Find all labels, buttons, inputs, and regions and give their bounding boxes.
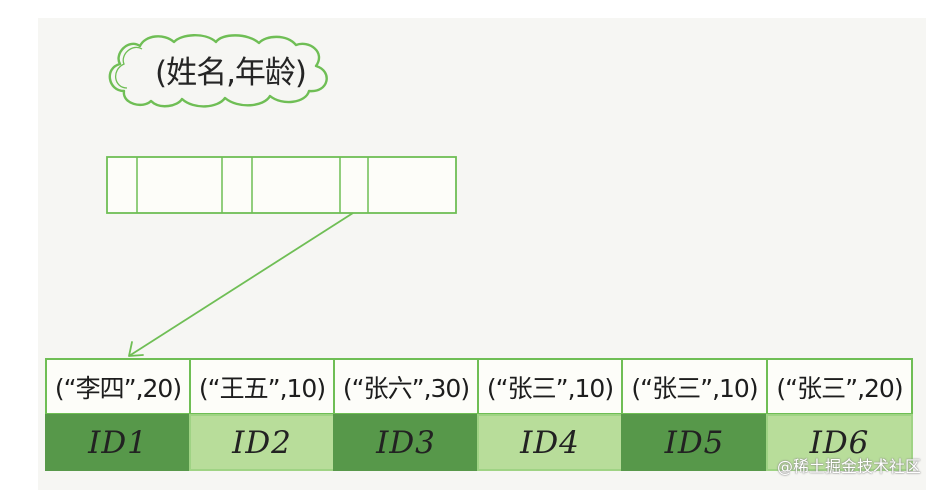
row-id-5: ID5 — [621, 414, 768, 471]
pointer-arrowhead — [128, 341, 144, 357]
row-id-3: ID3 — [333, 414, 479, 471]
row-id-1: ID1 — [45, 414, 191, 471]
row-value-5: (“张三”,10) — [621, 358, 768, 415]
index-node — [106, 156, 457, 214]
index-fields-label: (姓名,年龄) — [154, 55, 307, 91]
row-value-3: (“张六”,30) — [333, 358, 479, 415]
row-value-1: (“李四”,20) — [45, 358, 191, 415]
index-label-cloud-inner — [115, 46, 143, 89]
index-label-cloud — [108, 34, 328, 108]
leaf-rows-table: (“李四”,20) (“王五”,10) (“张六”,30) (“张三”,10) … — [45, 358, 913, 472]
row-id-6: ID6 — [766, 414, 913, 471]
row-value-4: (“张三”,10) — [477, 358, 623, 415]
watermark-text: @稀土掘金技术社区 — [776, 457, 921, 476]
row-id-2: ID2 — [189, 414, 335, 471]
pointer-arrow-line — [128, 212, 354, 357]
row-value-2: (“王五”,10) — [189, 358, 335, 415]
row-value-6: (“张三”,20) — [766, 358, 913, 415]
row-id-4: ID4 — [477, 414, 623, 471]
